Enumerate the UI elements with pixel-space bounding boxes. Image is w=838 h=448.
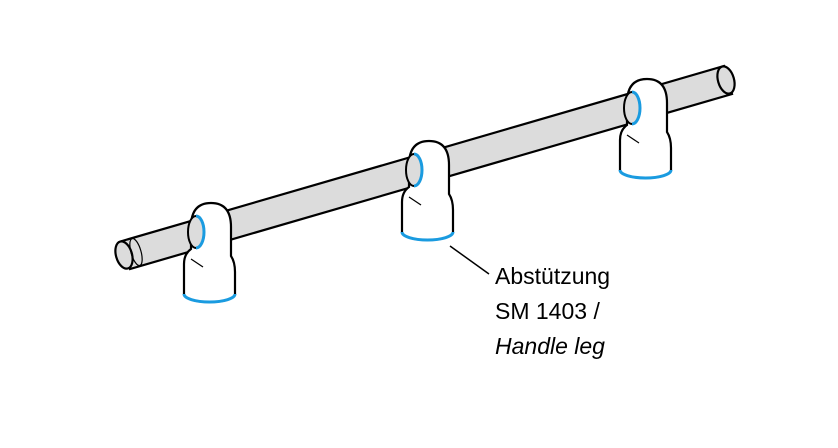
- callout-leader-line: [449, 245, 490, 275]
- callout-label-line3: Handle leg: [495, 333, 605, 359]
- callout-label-line2: SM 1403 /: [495, 298, 600, 324]
- handle-leg-right: [618, 77, 673, 180]
- handle-leg-left: [182, 201, 237, 304]
- callout-label-line1: Abstützung: [495, 263, 611, 289]
- handle-leg-middle: [400, 139, 455, 242]
